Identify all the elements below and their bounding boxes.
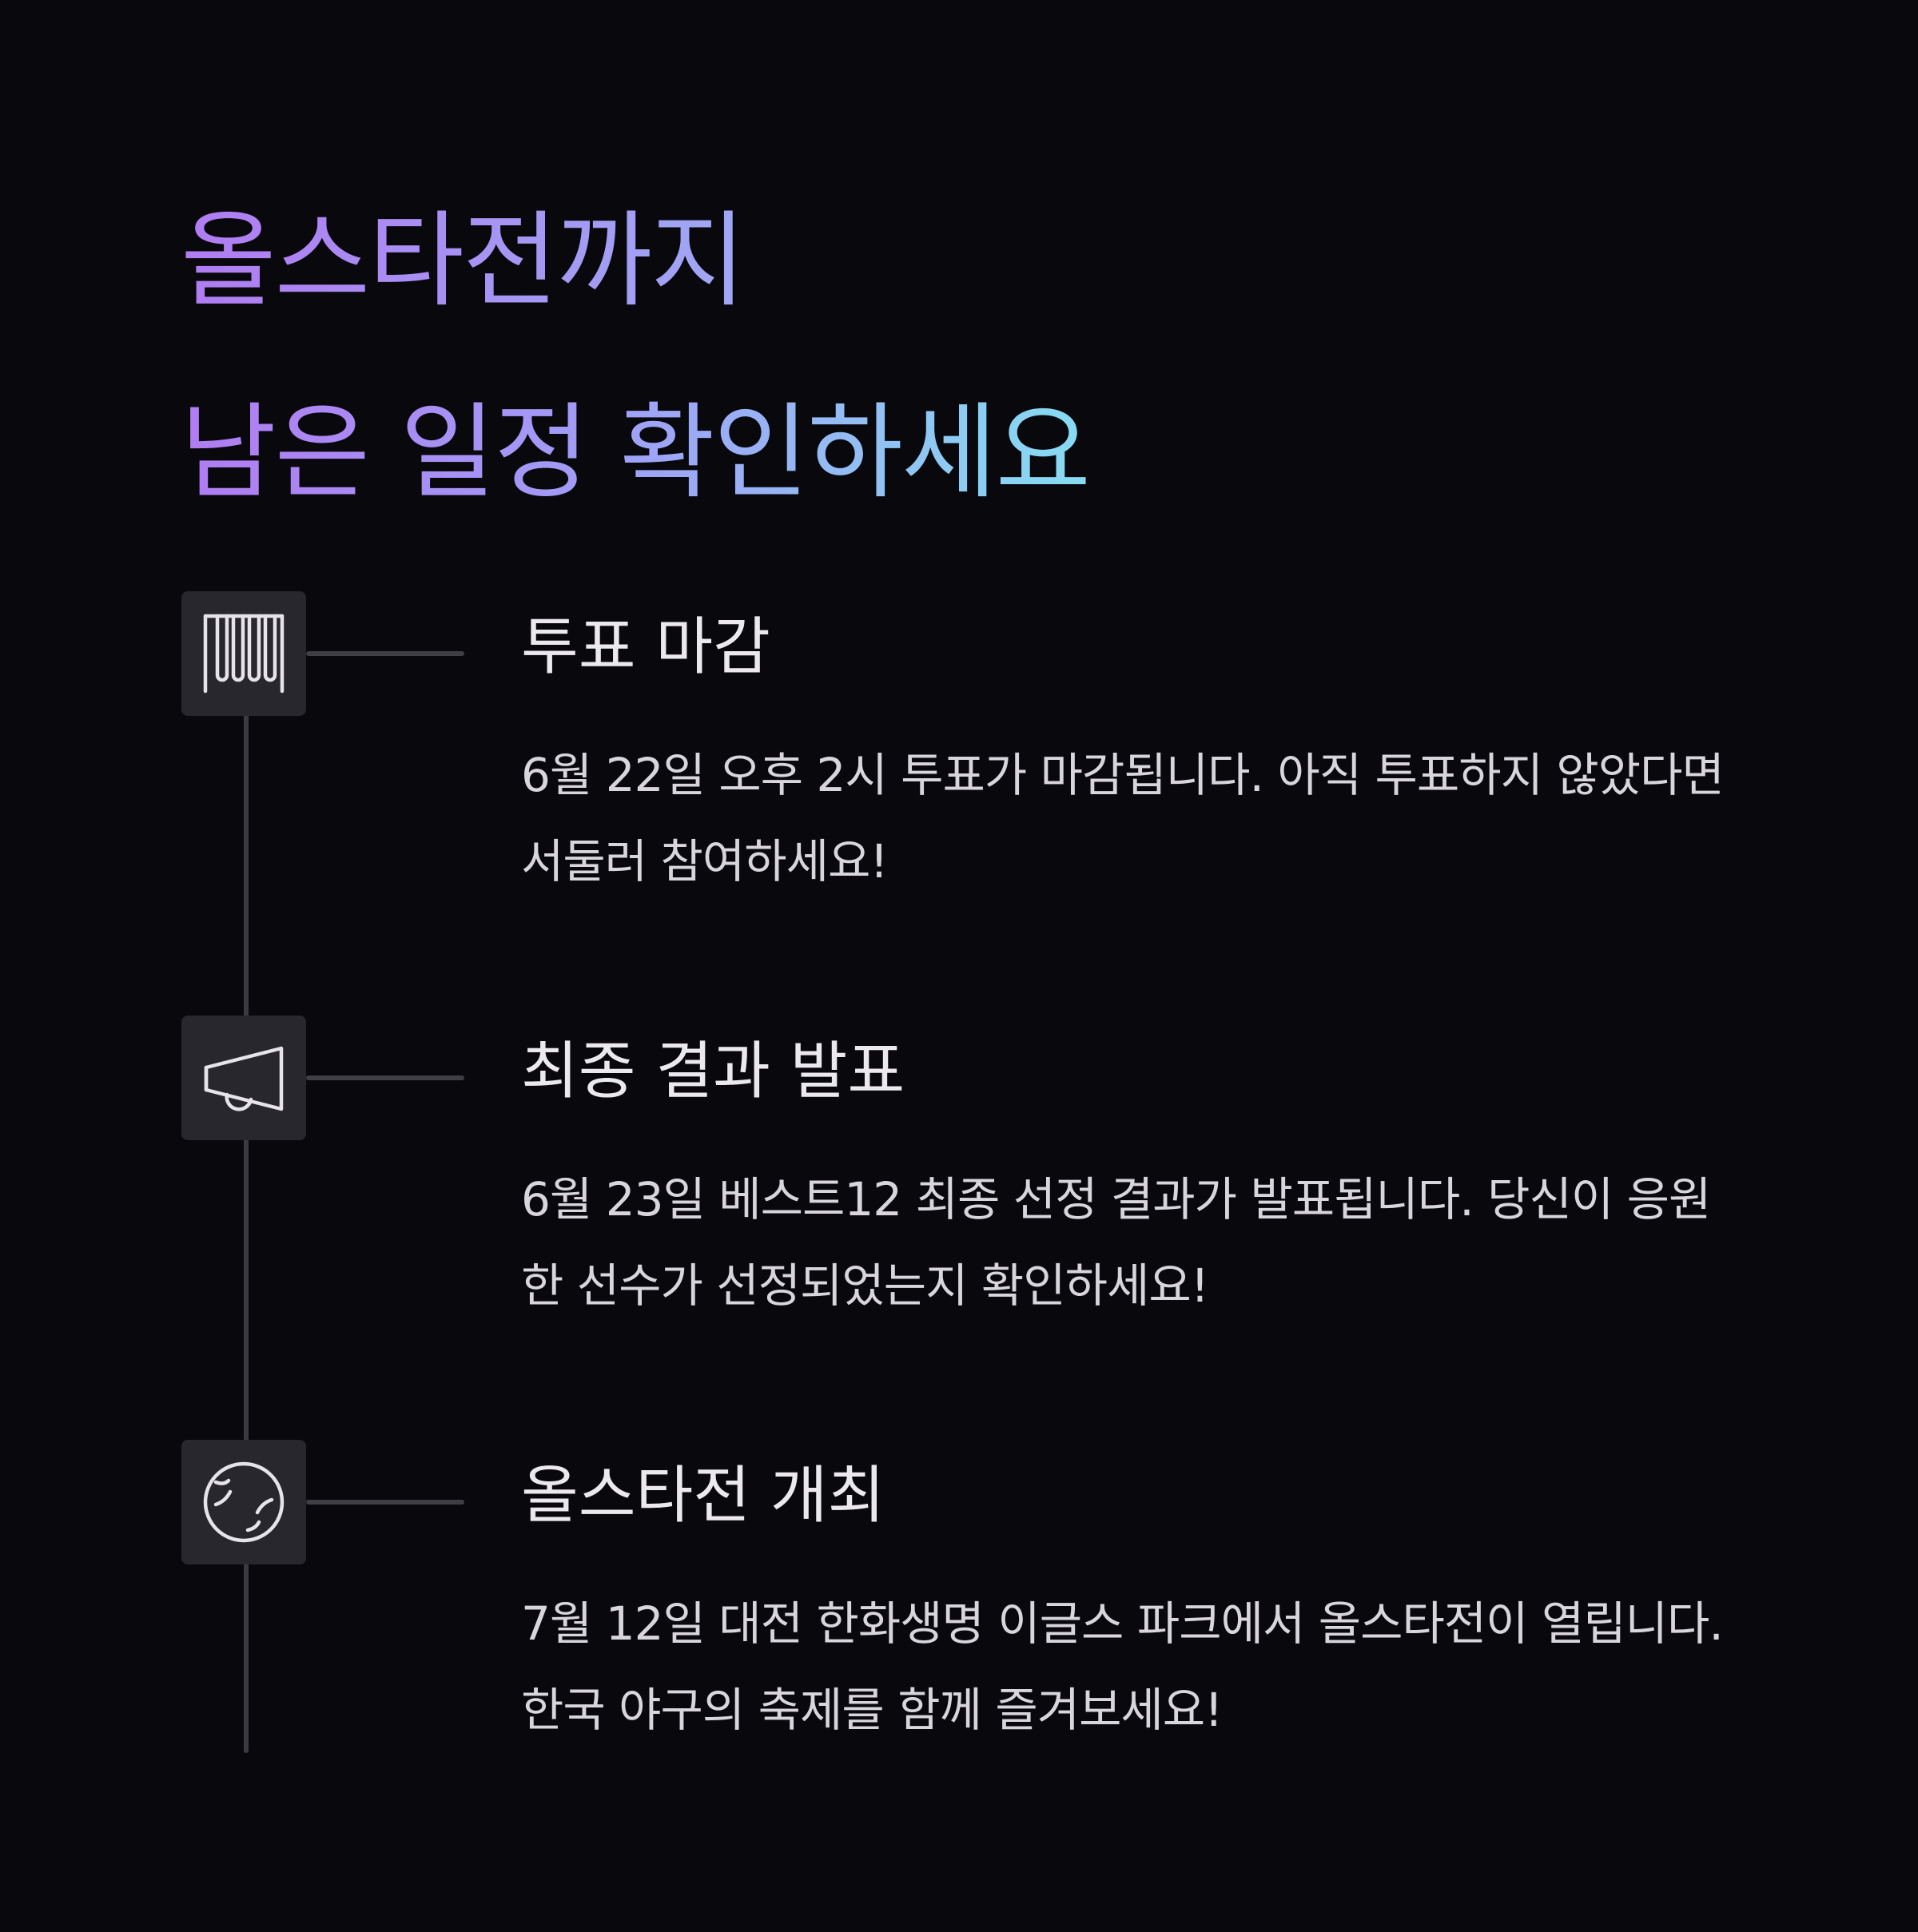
baseball-icon xyxy=(203,1461,285,1543)
megaphone-icon xyxy=(204,1046,284,1111)
event-title: 투표 마감 xyxy=(521,611,770,683)
connector-line xyxy=(306,1075,464,1080)
timeline-line xyxy=(244,711,249,1753)
event-icon-box xyxy=(181,1440,306,1564)
page-title: 올스타전까지 남은 일정 확인하세요 xyxy=(181,165,1299,548)
event-description: 6월 22일 오후 2시 투표가 마감됩니다. 아직 투표하지 않았다면 서둘러… xyxy=(521,748,1725,888)
event-description: 7월 12일 대전 한화생명 이글스 파크에서 올스타전이 열립니다. 한국 야… xyxy=(521,1596,1724,1737)
event-title: 최종 결과 발표 xyxy=(521,1036,905,1107)
connector-line xyxy=(306,651,464,656)
connector-line xyxy=(306,1500,464,1505)
event-title: 올스타전 개최 xyxy=(521,1460,885,1532)
title-line-1: 올스타전까지 xyxy=(181,165,746,356)
event-icon-box xyxy=(181,1016,306,1140)
title-line-2: 남은 일정 확인하세요 xyxy=(181,356,1091,548)
ballot-box-icon xyxy=(203,614,285,694)
event-icon-box xyxy=(181,591,306,716)
event-description: 6월 23일 베스트12 최종 선정 결과가 발표됩니다. 당신이 응원한 선수… xyxy=(521,1172,1711,1313)
